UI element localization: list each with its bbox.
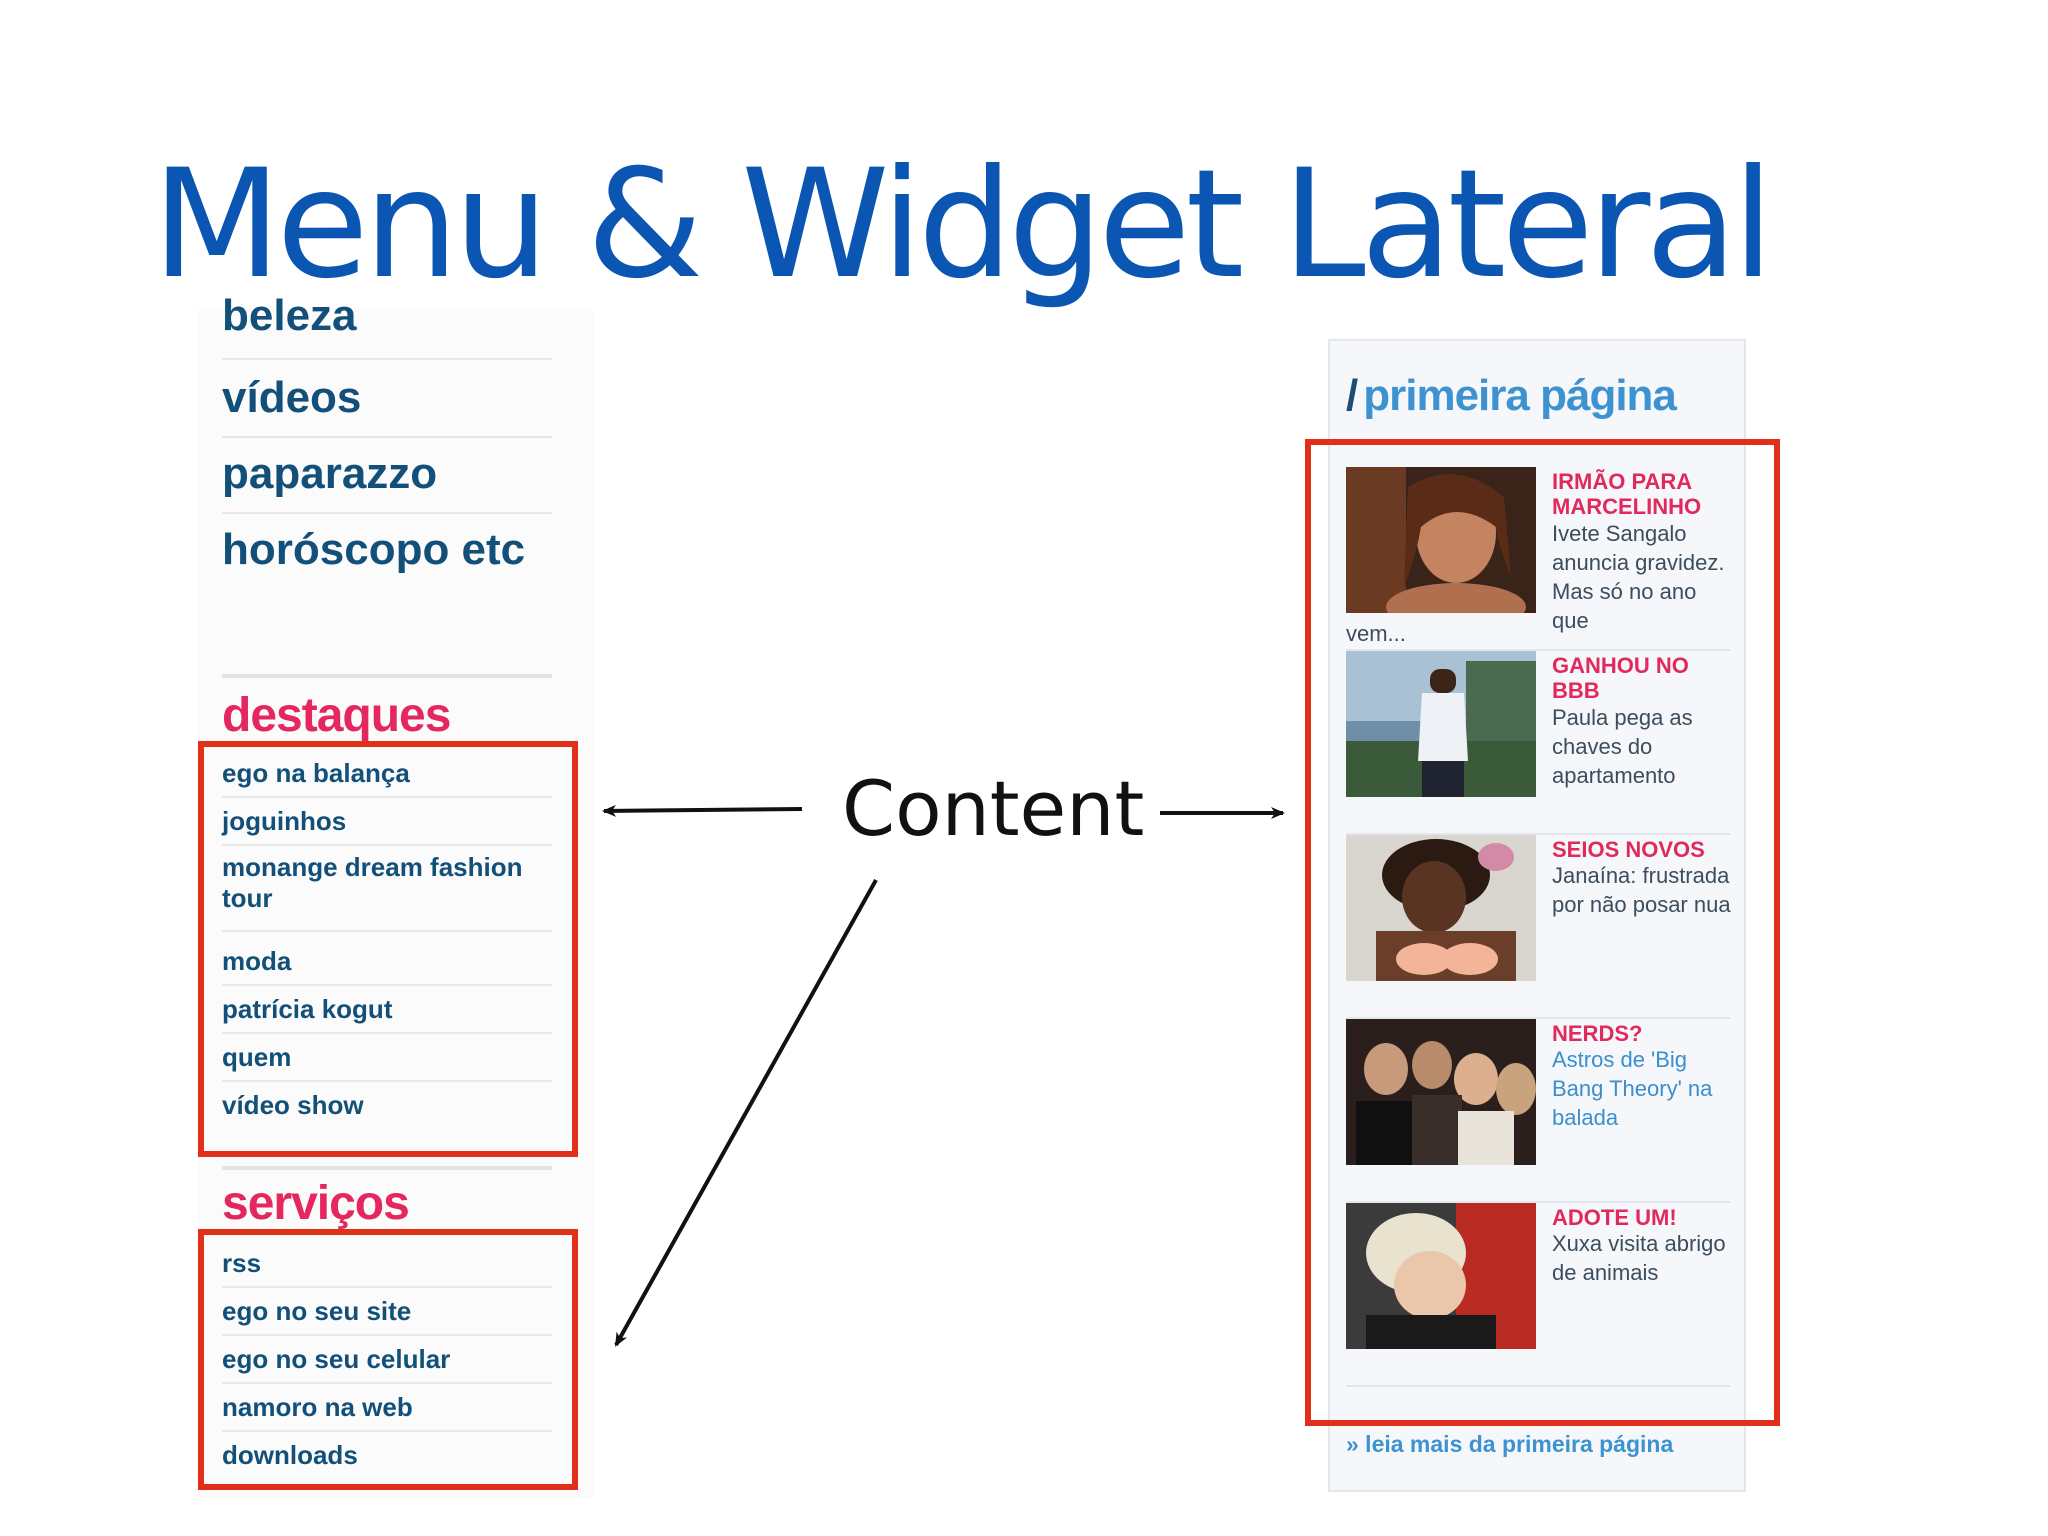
servicos-item-downloads[interactable]: downloads bbox=[222, 1440, 358, 1470]
story-photo-xuxa[interactable] bbox=[1346, 1203, 1536, 1349]
story-teaser: Xuxa visita abrigo de animais bbox=[1552, 1231, 1726, 1285]
destaques-item-moda[interactable]: moda bbox=[222, 938, 552, 986]
destaques-item-quem[interactable]: quem bbox=[222, 1034, 552, 1082]
menu-item-beleza[interactable]: beleza bbox=[222, 286, 552, 360]
servicos-item-rss[interactable]: rss bbox=[222, 1240, 552, 1288]
destaques-item-ego-na-balanca[interactable]: ego na balança bbox=[222, 750, 552, 798]
story-photo-janaina[interactable] bbox=[1346, 835, 1536, 981]
servicos-highlight-box bbox=[198, 1229, 578, 1490]
story-teaser-tail: vem... bbox=[1346, 621, 1406, 646]
story-photo-nerds[interactable] bbox=[1346, 1019, 1536, 1165]
story-teaser: Janaína: frustrada por não posar nua bbox=[1552, 863, 1731, 917]
story-headline[interactable]: IRMÃO PARA MARCELINHO bbox=[1552, 469, 1702, 519]
story-photo-ivete[interactable] bbox=[1346, 467, 1536, 613]
menu-item-horoscopo[interactable]: horóscopo etc bbox=[222, 525, 526, 574]
menu-item-paparazzo[interactable]: paparazzo bbox=[222, 436, 552, 514]
widget-title-text[interactable]: primeira página bbox=[1363, 371, 1677, 420]
arrow-to-servicos bbox=[614, 879, 878, 1347]
widget-title: /primeira página bbox=[1346, 371, 1677, 421]
destaques-item-joguinhos[interactable]: joguinhos bbox=[222, 798, 552, 846]
destaques-item-monange[interactable]: monange dream fashion tour bbox=[222, 852, 552, 932]
destaques-item-video-show[interactable]: vídeo show bbox=[222, 1090, 364, 1120]
servicos-divider bbox=[222, 1166, 552, 1170]
servicos-heading: serviços bbox=[222, 1177, 410, 1230]
story-item[interactable]: ADOTE UM! Xuxa visita abrigo de animais bbox=[1346, 1203, 1730, 1387]
side-menu: beleza vídeos paparazzo horóscopo etc de… bbox=[198, 291, 593, 1498]
story-item[interactable]: IRMÃO PARA MARCELINHO Ivete Sangalo anun… bbox=[1346, 467, 1730, 651]
story-headline[interactable]: ADOTE UM! bbox=[1552, 1205, 1677, 1230]
content-annotation-label: Content bbox=[842, 764, 1145, 853]
story-headline[interactable]: SEIOS NOVOS bbox=[1552, 837, 1705, 862]
servicos-item-ego-no-seu-celular[interactable]: ego no seu celular bbox=[222, 1336, 552, 1384]
story-headline[interactable]: GANHOU NO BBB bbox=[1552, 653, 1689, 703]
destaques-highlight-box bbox=[198, 741, 578, 1157]
widget-title-slash: / bbox=[1346, 371, 1358, 420]
destaques-heading: destaques bbox=[222, 689, 451, 742]
arrow-to-destaques bbox=[602, 804, 803, 817]
story-item[interactable]: NERDS? Astros de 'Big Bang Theory' na ba… bbox=[1346, 1019, 1730, 1203]
widget-highlight-box bbox=[1305, 439, 1780, 1426]
read-more-link[interactable]: » leia mais da primeira página bbox=[1346, 1431, 1674, 1457]
story-item[interactable]: GANHOU NO BBB Paula pega as chaves do ap… bbox=[1346, 651, 1730, 835]
story-teaser: Ivete Sangalo anuncia gravidez. Mas só n… bbox=[1552, 521, 1725, 633]
servicos-item-ego-no-seu-site[interactable]: ego no seu site bbox=[222, 1288, 552, 1336]
menu-item-videos[interactable]: vídeos bbox=[222, 360, 552, 438]
destaques-item-patricia-kogut[interactable]: patrícia kogut bbox=[222, 986, 552, 1034]
story-headline[interactable]: NERDS? bbox=[1552, 1021, 1643, 1046]
servicos-item-namoro-na-web[interactable]: namoro na web bbox=[222, 1384, 552, 1432]
story-photo-paula[interactable] bbox=[1346, 651, 1536, 797]
slide-title: Menu & Widget Lateral bbox=[152, 138, 1774, 312]
primeira-pagina-widget: /primeira página IRMÃO PARA MARCELINHO I… bbox=[1328, 339, 1746, 1492]
story-teaser: Paula pega as chaves do apartamento bbox=[1552, 705, 1693, 788]
story-teaser: Astros de 'Big Bang Theory' na balada bbox=[1552, 1047, 1713, 1130]
destaques-divider bbox=[222, 674, 552, 678]
story-item[interactable]: SEIOS NOVOS Janaína: frustrada por não p… bbox=[1346, 835, 1731, 1019]
